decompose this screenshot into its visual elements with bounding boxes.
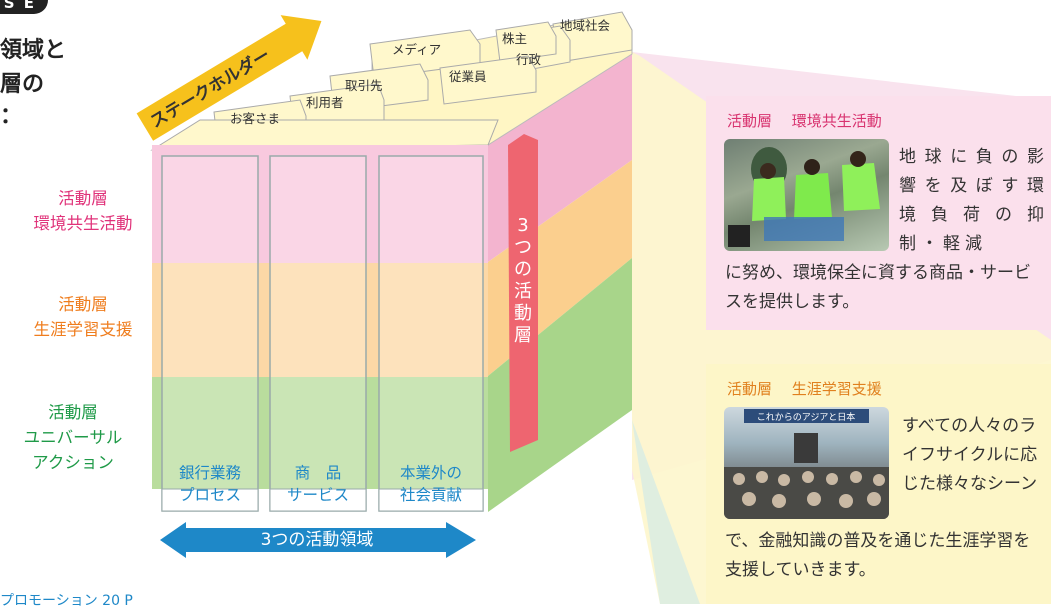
tab-label-okyakusama: お客さま bbox=[230, 111, 280, 126]
column-title-banking: 銀行業務 プロセス bbox=[162, 462, 258, 506]
tab-label-jugyoin: 従業員 bbox=[449, 69, 487, 84]
seminar-audience-photo: これからのアジアと日本 bbox=[724, 407, 889, 519]
panel-env-text-bottom: に努め、環境保全に資する商品・サービスを提供します。 bbox=[725, 263, 1031, 312]
vlabel-5: 層 bbox=[514, 325, 532, 346]
stakeholder-arrow-shape bbox=[136, 15, 322, 141]
layer-label-universal: 活動層 ユニバーサル アクション bbox=[8, 400, 138, 475]
volunteer-2-head bbox=[804, 159, 820, 175]
audience-heads bbox=[733, 471, 885, 508]
layer-label-life-line1: 活動層 bbox=[58, 295, 108, 314]
tab-label-kabunushi: 株主 bbox=[502, 31, 527, 46]
layer-label-uni-line1: 活動層 bbox=[48, 403, 98, 422]
seminar-banner-text: これからのアジアと日本 bbox=[757, 411, 855, 423]
volunteer-2 bbox=[794, 173, 832, 219]
layer-label-environment: 活動層 環境共生活動 bbox=[8, 186, 158, 236]
side-layer-green bbox=[488, 258, 632, 512]
seminar-banner bbox=[744, 409, 869, 423]
column-title-products: 商 品 サービス bbox=[270, 462, 366, 506]
panel-life-text-side: すべての人々のライフサイクルに応じた様々なシーン bbox=[902, 416, 1038, 494]
tab-label-torihikisaki: 取引先 bbox=[345, 78, 383, 93]
panel-life-text-bottom: で、金融知識の普及を通じた生涯学習を支援していきます。 bbox=[725, 531, 1031, 580]
volunteer-1 bbox=[752, 177, 786, 221]
panel-env-title: 活動層 環境共生活動 bbox=[727, 112, 882, 130]
three-layers-label: 3 つ の 活 動 層 bbox=[508, 215, 538, 347]
vlabel-3: 活 bbox=[514, 281, 532, 302]
vlabel-0: 3 bbox=[517, 215, 529, 236]
activity-areas-arrow bbox=[160, 522, 476, 558]
section-title-line-2: 層の bbox=[0, 72, 45, 97]
column-3-line1: 本業外の bbox=[399, 464, 462, 482]
trash-bin bbox=[728, 225, 750, 247]
column-title-social: 本業外の 社会貢献 bbox=[379, 462, 483, 506]
speaker bbox=[794, 433, 818, 463]
volunteer-3 bbox=[842, 163, 880, 211]
footer-link[interactable]: プロモーション 20 P bbox=[0, 593, 133, 609]
panel-life-title: 活動層 生涯学習支援 bbox=[727, 380, 882, 398]
photo1-figures bbox=[728, 147, 880, 247]
vlabel-2: の bbox=[514, 259, 532, 280]
photo2-scene: これからのアジアと日本 bbox=[724, 409, 889, 519]
section-title-line-1: 領域と bbox=[0, 38, 67, 63]
section-title-line-3: ： bbox=[0, 104, 23, 129]
tab-label-gyosei: 行政 bbox=[516, 52, 542, 67]
tab-label-chiiki: 地域社会 bbox=[560, 18, 611, 33]
tab-label-riyosha: 利用者 bbox=[306, 95, 344, 110]
front-layer-pink bbox=[152, 145, 488, 263]
tab-label-media: メディア bbox=[392, 42, 441, 57]
front-layer-green bbox=[152, 377, 488, 489]
layer-label-uni-line2: ユニバーサル bbox=[23, 428, 123, 447]
column-3-outline bbox=[378, 155, 484, 512]
column-1-outline bbox=[161, 155, 259, 512]
column-1-line2: プロセス bbox=[178, 486, 241, 504]
layer-label-uni-line3: アクション bbox=[32, 453, 114, 472]
layer-label-lifelong: 活動層 生涯学習支援 bbox=[8, 292, 158, 342]
front-layer-orange bbox=[152, 263, 488, 377]
column-2-outline bbox=[269, 155, 367, 512]
stakeholder-tabs: お客さま 利用者 取引先 従業員 メディア 株主 行政 地域社会 bbox=[150, 11, 633, 151]
column-1-line1: 銀行業務 bbox=[178, 464, 241, 482]
volunteers-cleanup-photo bbox=[724, 139, 889, 251]
column-2-line2: サービス bbox=[286, 486, 349, 504]
column-2-line1: 商 品 bbox=[294, 464, 342, 482]
layer-label-env-line1: 活動層 bbox=[58, 189, 108, 208]
column-3-foot bbox=[378, 488, 484, 512]
vlabel-1: つ bbox=[514, 237, 532, 258]
layer-label-env-line2: 環境共生活動 bbox=[33, 214, 133, 233]
tab-kabunushi bbox=[495, 21, 557, 63]
callout-wedge-uni bbox=[632, 420, 700, 604]
panel-env-text-side: 地球に負の影響を及ぼす環境負荷の抑制・軽減 bbox=[899, 147, 1049, 254]
trash-bags bbox=[764, 217, 844, 241]
activity-areas-label: 3つの活動領域 bbox=[260, 530, 374, 550]
section-badge: S E bbox=[0, 0, 48, 14]
three-layers-band bbox=[508, 134, 538, 452]
tab-jugyoin bbox=[439, 55, 537, 105]
volunteer-3-head bbox=[850, 151, 866, 167]
column-3-line2: 社会貢献 bbox=[399, 486, 462, 504]
column-2-foot bbox=[269, 488, 367, 512]
volunteer-1-head bbox=[760, 163, 776, 179]
layer-label-life-line2: 生涯学習支援 bbox=[33, 320, 133, 339]
column-1-foot bbox=[161, 488, 259, 512]
vlabel-4: 動 bbox=[514, 303, 532, 324]
